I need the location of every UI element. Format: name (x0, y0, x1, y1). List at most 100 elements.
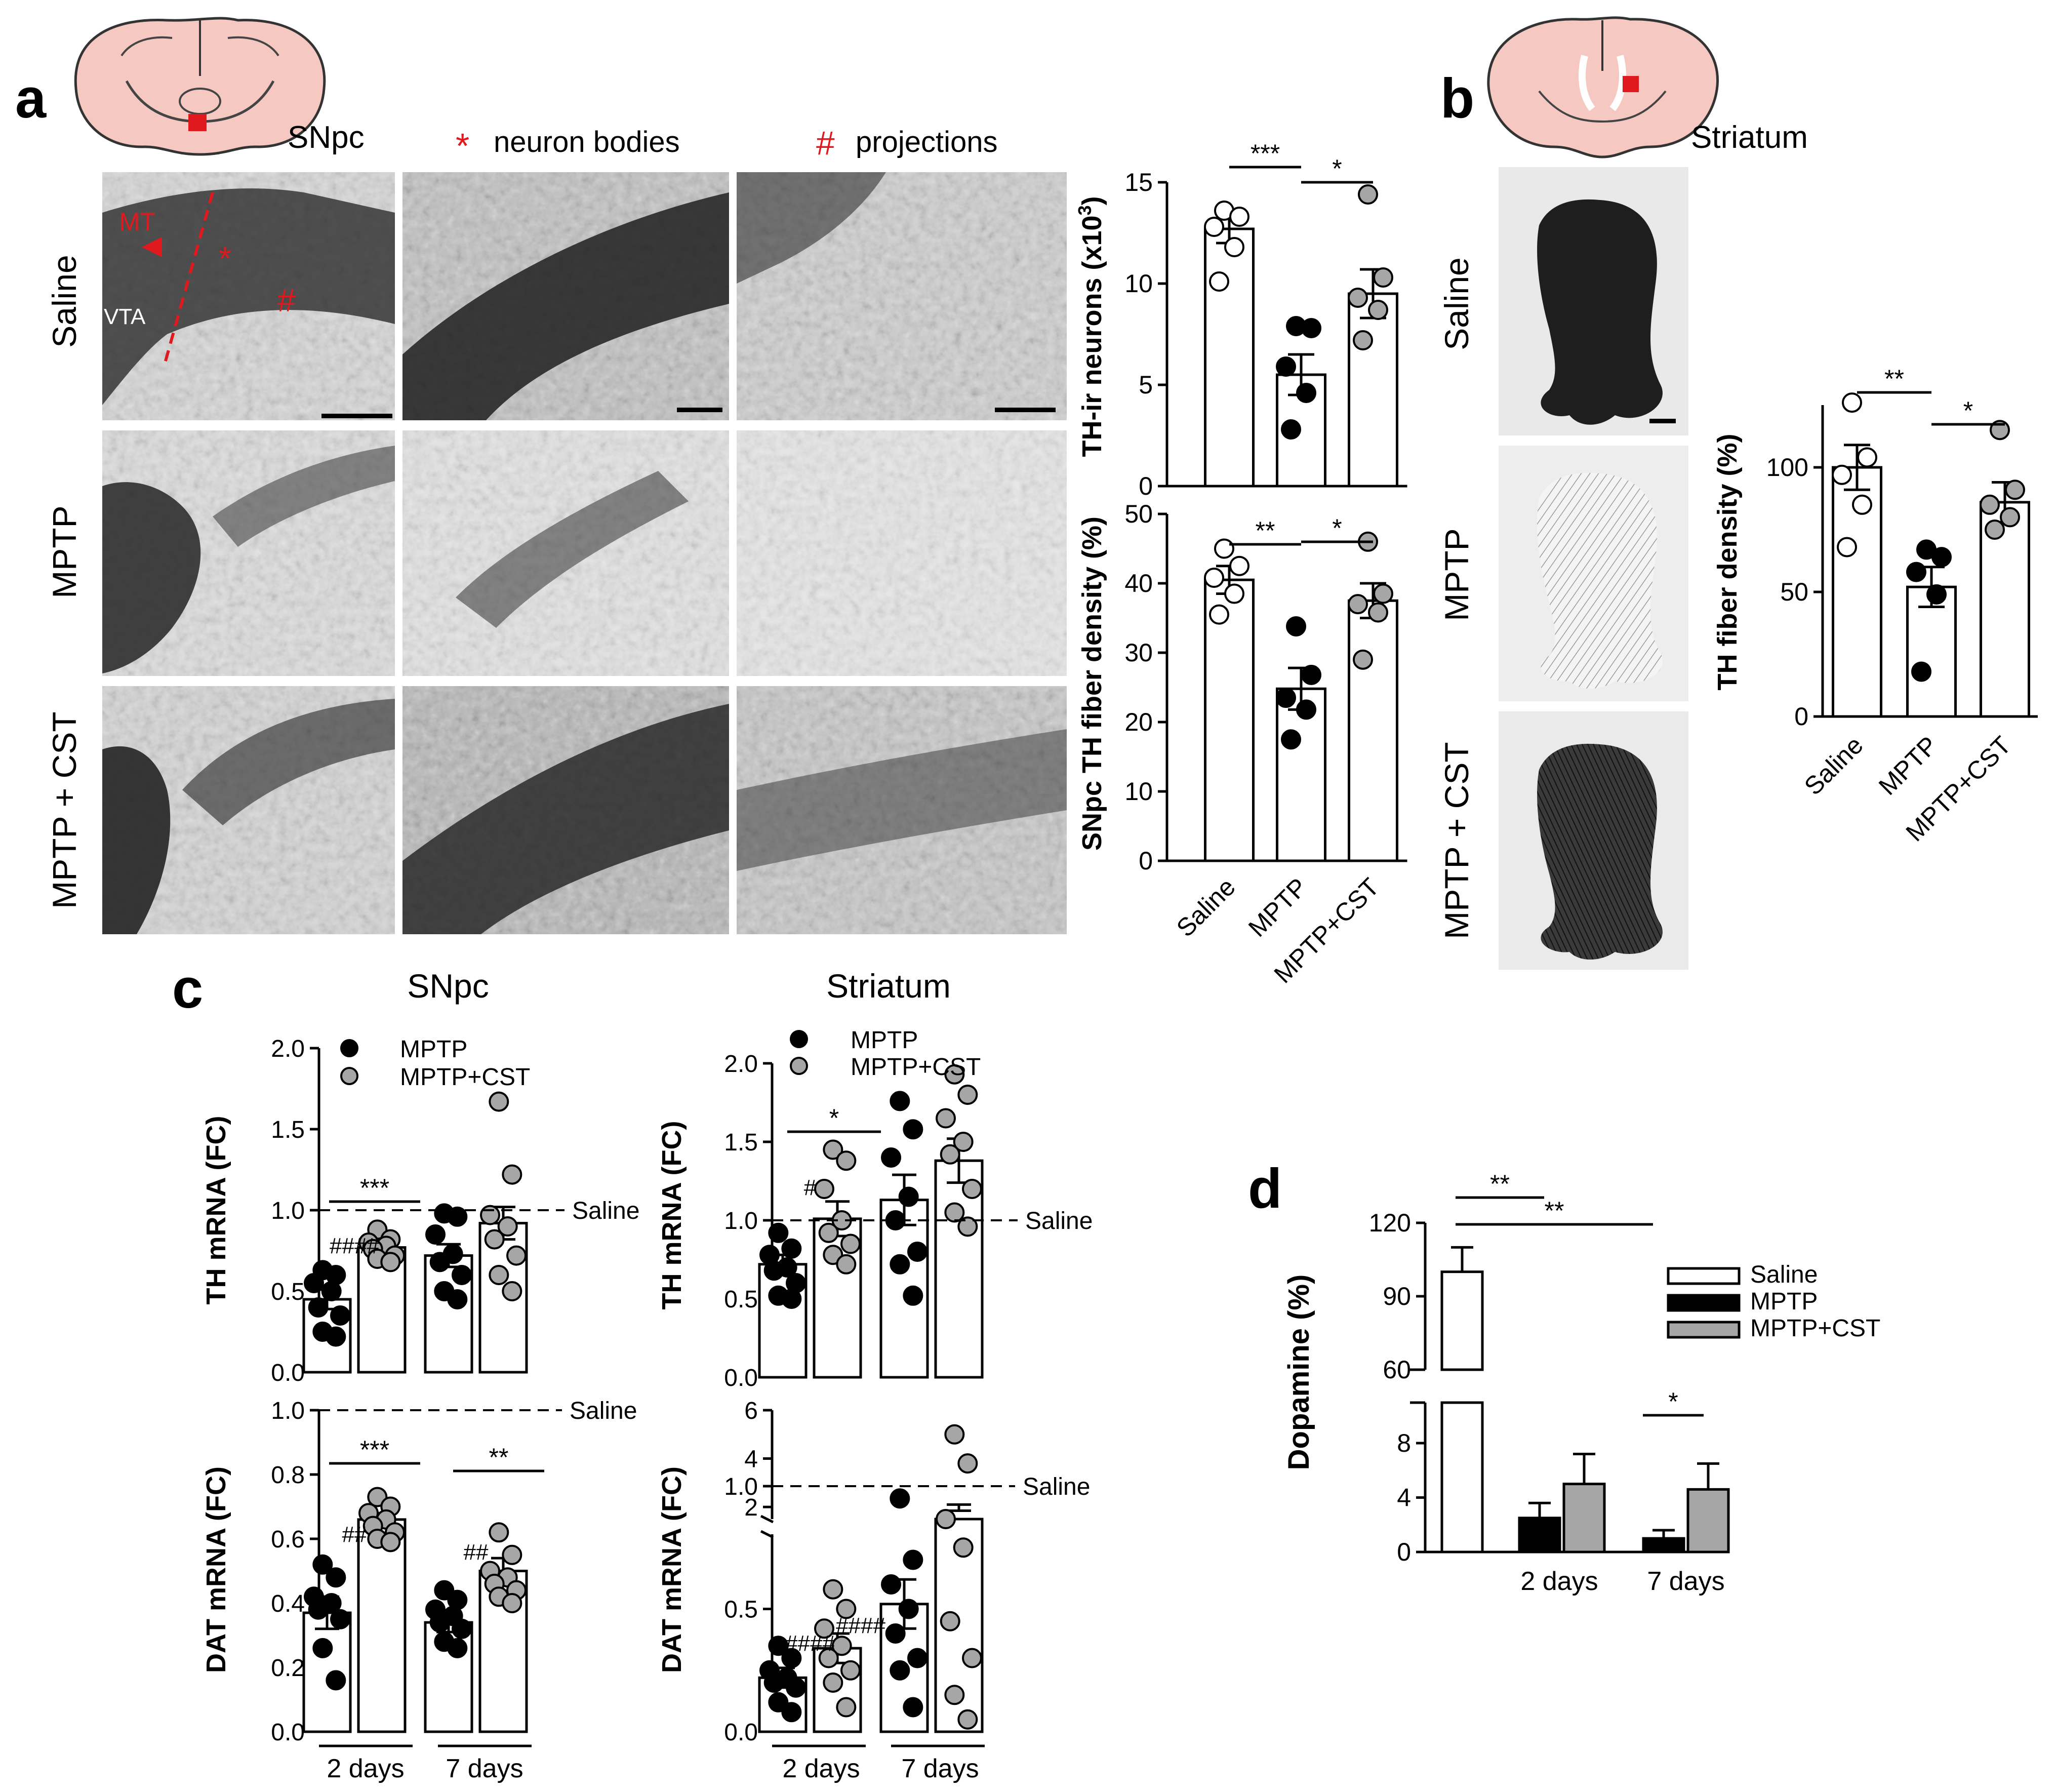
row-label-saline-b: Saline (1438, 257, 1475, 350)
vta-label: VTA (104, 304, 146, 329)
saline-label: Saline (1023, 1474, 1090, 1500)
saline-label: Saline (570, 1398, 637, 1424)
annotation-hash: #### (836, 1613, 885, 1638)
y-tick-label: 0.8 (271, 1462, 305, 1489)
y-tick-label: 0.5 (724, 1597, 758, 1623)
y-tick-label: 1.0 (724, 1208, 758, 1235)
y-axis-label: TH fiber density (%) (1712, 433, 1743, 690)
y-tick-label: 0.0 (724, 1719, 758, 1746)
y-tick-label: 0 (1794, 702, 1808, 731)
panel-c-title-striatum: Striatum (826, 967, 951, 1005)
data-point (1229, 555, 1249, 576)
data-point (836, 1254, 857, 1275)
data-point (321, 1281, 342, 1301)
data-point (1980, 494, 2000, 515)
data-point (940, 1611, 960, 1631)
legend-swatch (1667, 1267, 1741, 1285)
y-tick-label: 0.6 (271, 1526, 305, 1553)
data-point (823, 1672, 843, 1693)
data-point (907, 1648, 928, 1668)
data-point (489, 1091, 509, 1112)
saline-label: Saline (572, 1198, 639, 1224)
data-point (1204, 217, 1224, 237)
data-point (957, 1085, 978, 1105)
data-point (814, 1179, 834, 1199)
data-point (1281, 729, 1301, 750)
striatum-region-marker (1623, 76, 1639, 92)
data-point (1911, 661, 1931, 682)
saline-label: Saline (1025, 1208, 1093, 1235)
y-tick-label: 50 (1780, 578, 1808, 606)
y-tick-label: 40 (1124, 569, 1153, 598)
legend-swatch (1667, 1294, 1741, 1312)
significance-label: ** (1884, 365, 1904, 393)
data-point (890, 1488, 910, 1509)
data-point (452, 1618, 472, 1639)
row-label-mptp-cst: MPTP + CST (46, 711, 83, 908)
data-point (840, 1233, 861, 1254)
legend-marker-mptp-cst (790, 1057, 808, 1075)
data-point (1926, 584, 1947, 605)
data-point (818, 1222, 839, 1243)
axis-break (760, 1515, 774, 1524)
panel-letter-a: a (15, 67, 47, 130)
data-point (506, 1245, 527, 1266)
neuron-bodies-marker: * (219, 240, 231, 276)
data-point (781, 1289, 802, 1309)
data-point (502, 1593, 522, 1613)
y-tick-label: 0 (1139, 472, 1153, 500)
data-point (898, 1186, 919, 1207)
significance-label: ** (1545, 1197, 1564, 1225)
panel-b: b Striatum Saline MPTP MPTP + CST (1438, 16, 1808, 970)
data-point (814, 1618, 834, 1639)
data-point (380, 1532, 401, 1552)
data-point (2005, 480, 2025, 500)
data-point (330, 1609, 350, 1629)
data-point (768, 1222, 789, 1243)
data-point (786, 1677, 806, 1698)
legend-label: Saline (1750, 1261, 1818, 1288)
bar (1906, 585, 1957, 718)
significance-label: *** (360, 1436, 389, 1464)
data-point (497, 1216, 518, 1237)
data-point (1373, 267, 1393, 288)
data-point (447, 1206, 468, 1227)
significance-label: * (1332, 154, 1342, 183)
y-tick-label: 10 (1124, 777, 1153, 806)
data-point (1276, 356, 1296, 377)
significance-label: * (1668, 1387, 1678, 1416)
data-point (823, 1139, 843, 1160)
y-tick-label: 0 (1397, 1538, 1411, 1566)
annotation-hash: #### (785, 1631, 835, 1656)
x-tick-label: 7 days (1647, 1567, 1724, 1596)
neuron-bodies-star: * (456, 126, 469, 166)
y-tick-label: 6 (744, 1398, 758, 1424)
legend-marker-mptp (340, 1039, 358, 1057)
y-tick-label: 1.5 (271, 1117, 305, 1143)
y-tick-label: 90 (1383, 1282, 1411, 1310)
y-tick-label: 0 (1139, 847, 1153, 875)
data-point (308, 1599, 329, 1620)
significance-label: *** (360, 1174, 389, 1202)
y-tick-label: 4 (744, 1446, 758, 1473)
y-tick-label: 2.0 (724, 1051, 758, 1078)
y-tick-label: 0.0 (271, 1360, 305, 1386)
data-point (312, 1554, 333, 1575)
data-point (484, 1229, 505, 1250)
mt-label: MT (119, 208, 155, 236)
data-point (326, 1567, 346, 1588)
snpc-title: SNpc (288, 120, 365, 155)
data-point (962, 1648, 982, 1668)
data-point (831, 1636, 852, 1656)
y-tick-label: 1.0 (271, 1398, 305, 1424)
data-point (890, 1254, 910, 1275)
annotation-hash: ## (464, 1540, 489, 1565)
data-point (936, 1509, 956, 1529)
neuron-bodies-header: neuron bodies (494, 126, 680, 158)
data-point (1857, 447, 1877, 468)
data-point (1842, 392, 1862, 413)
data-point (1301, 318, 1321, 338)
data-point (957, 1216, 978, 1237)
data-point (312, 1638, 333, 1658)
y-tick-label: 1.5 (724, 1129, 758, 1156)
